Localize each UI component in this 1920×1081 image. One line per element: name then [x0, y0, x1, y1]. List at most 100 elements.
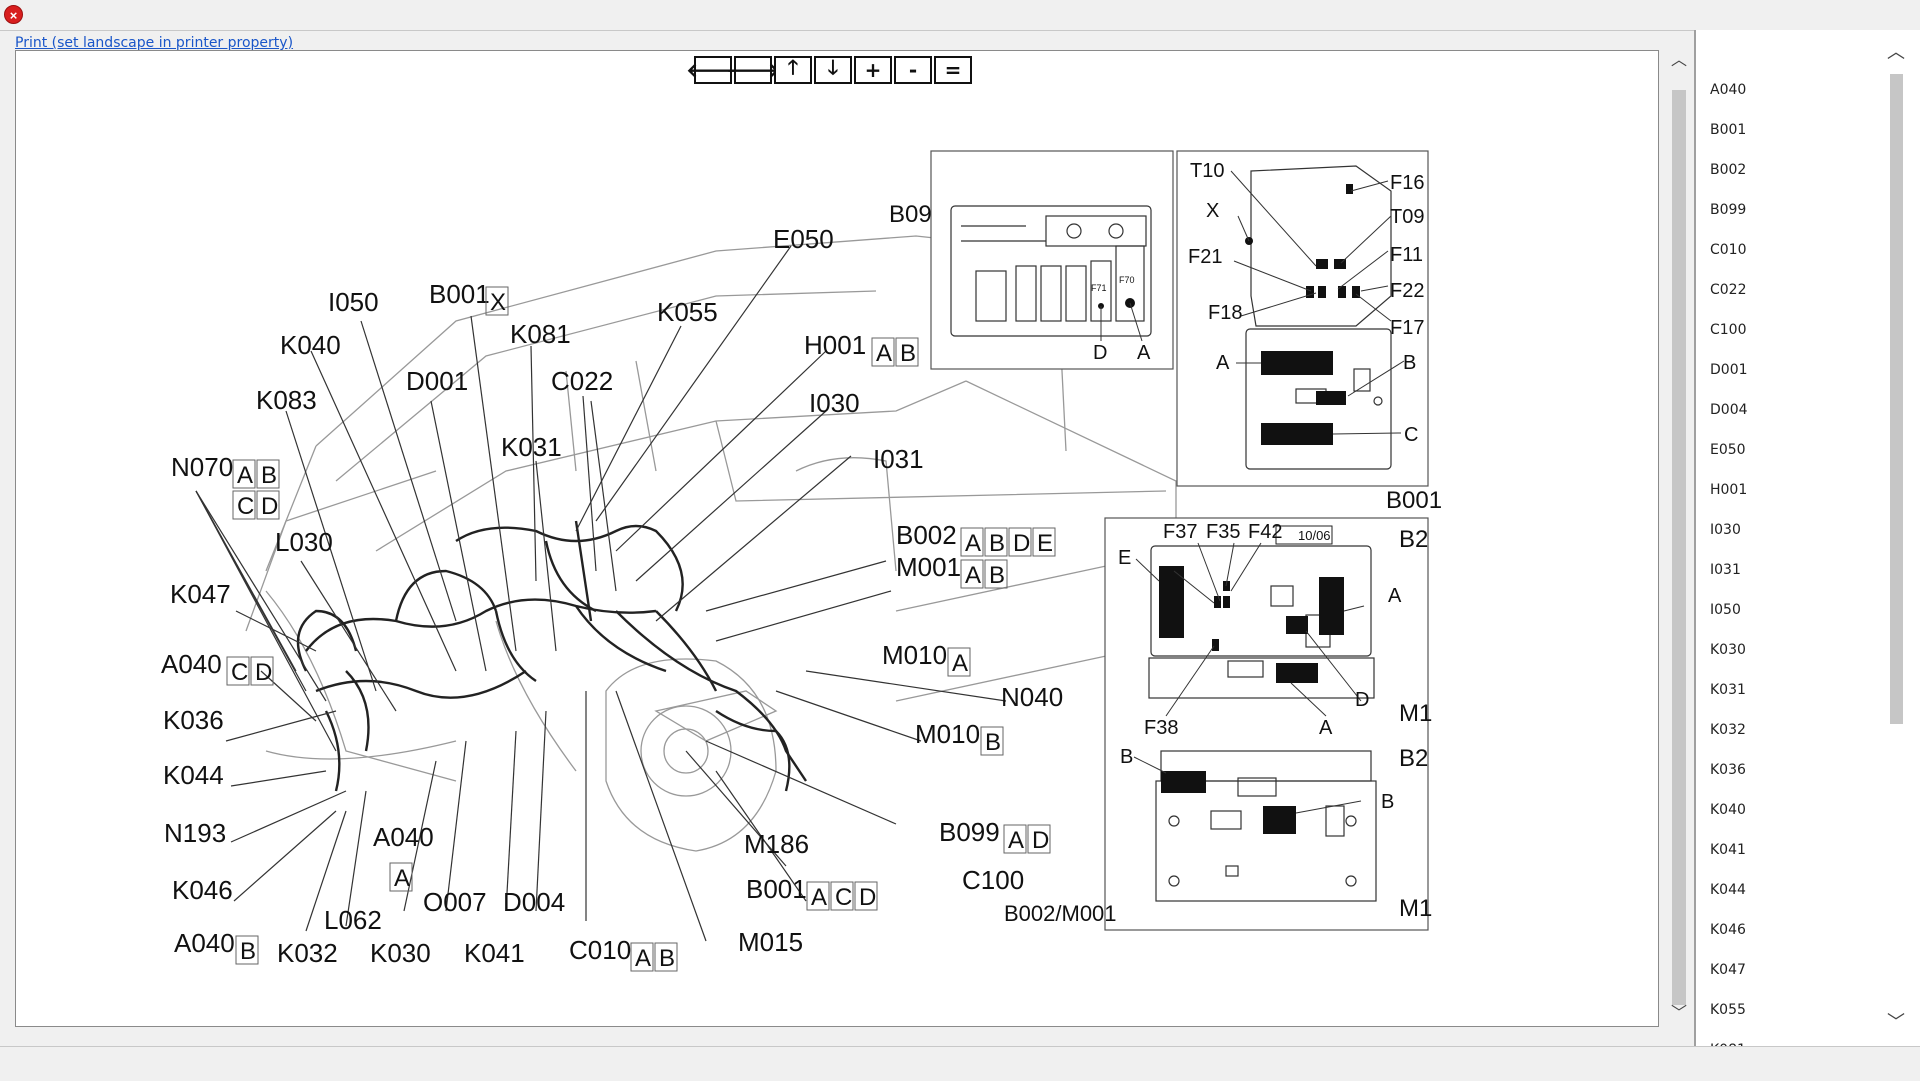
label-k046: K046	[172, 875, 233, 905]
label-k030: K030	[370, 938, 431, 968]
b001-t10: T10	[1190, 160, 1224, 182]
diagram-viewer: 🡐 🡒 🡑 🡓 + - =	[15, 50, 1659, 1027]
component-list-item[interactable]: E050	[1710, 442, 1746, 458]
connector-b002-b: B	[989, 530, 1005, 557]
component-list-item[interactable]: K031	[1710, 682, 1746, 698]
label-m010-a: M010	[882, 640, 947, 670]
component-list-item[interactable]: A040	[1710, 82, 1747, 98]
component-list-item[interactable]: K030	[1710, 642, 1746, 658]
component-list-item[interactable]: K047	[1710, 962, 1746, 978]
list-scrollbar[interactable]: ︿ ﹀	[1886, 42, 1906, 1032]
component-list-item[interactable]: I031	[1710, 562, 1741, 578]
component-list-item[interactable]: K044	[1710, 882, 1746, 898]
list-scroll-thumb[interactable]	[1890, 74, 1903, 724]
component-list-item[interactable]: B002	[1710, 162, 1747, 178]
label-k031: K031	[501, 432, 562, 462]
label-n070: N070	[171, 452, 233, 482]
list-scroll-up-icon[interactable]: ︿	[1887, 42, 1905, 62]
pan-up-button[interactable]: 🡑	[774, 55, 812, 84]
connector-b001-a: A	[811, 884, 827, 911]
label-i030: I030	[809, 388, 860, 418]
b002-f38: F38	[1144, 717, 1178, 739]
pan-right-button[interactable]: 🡒	[726, 56, 780, 84]
b001-x: X	[1206, 200, 1219, 222]
component-list-item[interactable]: K041	[1710, 842, 1746, 858]
label-a040-b: A040	[174, 928, 235, 958]
scroll-up-icon[interactable]: ︿	[1670, 52, 1687, 69]
label-n193: N193	[164, 818, 226, 848]
label-m186: M186	[744, 829, 809, 859]
fit-button[interactable]: =	[934, 56, 972, 84]
connector-c010-a: A	[635, 945, 651, 972]
component-list-item[interactable]: B099	[1710, 202, 1747, 218]
component-list-item[interactable]: K055	[1710, 1002, 1746, 1018]
status-bar	[0, 1046, 1920, 1081]
component-list-item[interactable]: C022	[1710, 282, 1747, 298]
list-scroll-down-icon[interactable]: ﹀	[1887, 1012, 1905, 1032]
b002-f37: F37	[1163, 521, 1197, 543]
connector-h001-a: A	[876, 340, 892, 367]
connector-b099-a: A	[1008, 827, 1024, 854]
b001-f18: F18	[1208, 302, 1242, 324]
print-link[interactable]: Print (set landscape in printer property…	[15, 35, 294, 51]
b099-f71: F71	[1091, 283, 1107, 293]
b001-a: A	[1216, 352, 1230, 374]
component-list-item[interactable]: D001	[1710, 362, 1748, 378]
b099-inset: B099 F71 F70 D A	[889, 150, 1174, 370]
connector-n070-a: A	[237, 462, 253, 489]
label-k041: K041	[464, 938, 525, 968]
component-list-item[interactable]: H001	[1710, 482, 1748, 498]
zoom-out-button[interactable]: -	[894, 56, 932, 84]
b002-f42: F42	[1248, 521, 1282, 543]
connector-c010-b: B	[659, 945, 675, 972]
label-i050: I050	[328, 287, 379, 317]
b002-b: B	[1120, 746, 1133, 768]
scroll-down-icon[interactable]: ﹀	[1670, 1005, 1687, 1022]
diagram-scrollbar[interactable]: ︿ ﹀	[1668, 50, 1690, 1025]
b002-b-lower: B	[1381, 791, 1394, 813]
pan-down-button[interactable]: 🡓	[814, 55, 852, 84]
component-list-item[interactable]: K032	[1710, 722, 1746, 738]
component-list-item[interactable]: D004	[1710, 402, 1748, 418]
b002-b2-lower: B2	[1399, 745, 1428, 772]
close-icon[interactable]: ×	[4, 5, 23, 24]
label-c100: C100	[962, 865, 1024, 895]
component-list-item[interactable]: K046	[1710, 922, 1746, 938]
zoom-in-button[interactable]: +	[854, 56, 892, 84]
b002-inset: F37 F35 F42 10/06 B2 E A D F38 M1 A B B2…	[1004, 517, 1432, 931]
component-list-item[interactable]: K040	[1710, 802, 1746, 818]
connector-x: X	[490, 289, 506, 316]
b001-b: B	[1403, 352, 1416, 374]
b002-m1-lower: M1	[1399, 895, 1432, 922]
connector-n070-d: D	[261, 493, 278, 520]
label-m015: M015	[738, 927, 803, 957]
label-n040: N040	[1001, 682, 1063, 712]
b001-f16: F16	[1390, 172, 1424, 194]
connector-a040-a: A	[394, 865, 410, 892]
label-k055: K055	[657, 297, 718, 327]
label-e050: E050	[773, 224, 834, 254]
connector-b001-c: C	[835, 884, 852, 911]
component-list-item[interactable]: C010	[1710, 242, 1747, 258]
label-k036: K036	[163, 705, 224, 735]
vehicle-outline	[245, 235, 1177, 852]
scroll-thumb[interactable]	[1672, 90, 1686, 1005]
label-a040-cd: A040	[161, 649, 222, 679]
label-b099-ad: B099	[939, 817, 1000, 847]
component-labels: I050 B001 K040 K081 K055 E050 H001 D001 …	[161, 224, 1063, 968]
b001-f17: F17	[1390, 317, 1424, 339]
component-list-item[interactable]: K036	[1710, 762, 1746, 778]
b001-t09: T09	[1390, 206, 1424, 228]
label-c010: C010	[569, 935, 631, 965]
component-list-item[interactable]: I050	[1710, 602, 1741, 618]
component-list-item[interactable]: I030	[1710, 522, 1741, 538]
connector-letters: X A B A B C D A B D E A B A C D B A D A …	[226, 286, 1056, 972]
connector-n070-c: C	[237, 493, 254, 520]
component-list-item[interactable]: B001	[1710, 122, 1747, 138]
connector-b002-a: A	[965, 530, 981, 557]
component-list-item[interactable]: C100	[1710, 322, 1747, 338]
label-k081: K081	[510, 319, 571, 349]
b002-a2: A	[1319, 717, 1333, 739]
pan-left-button[interactable]: 🡐	[686, 56, 740, 84]
